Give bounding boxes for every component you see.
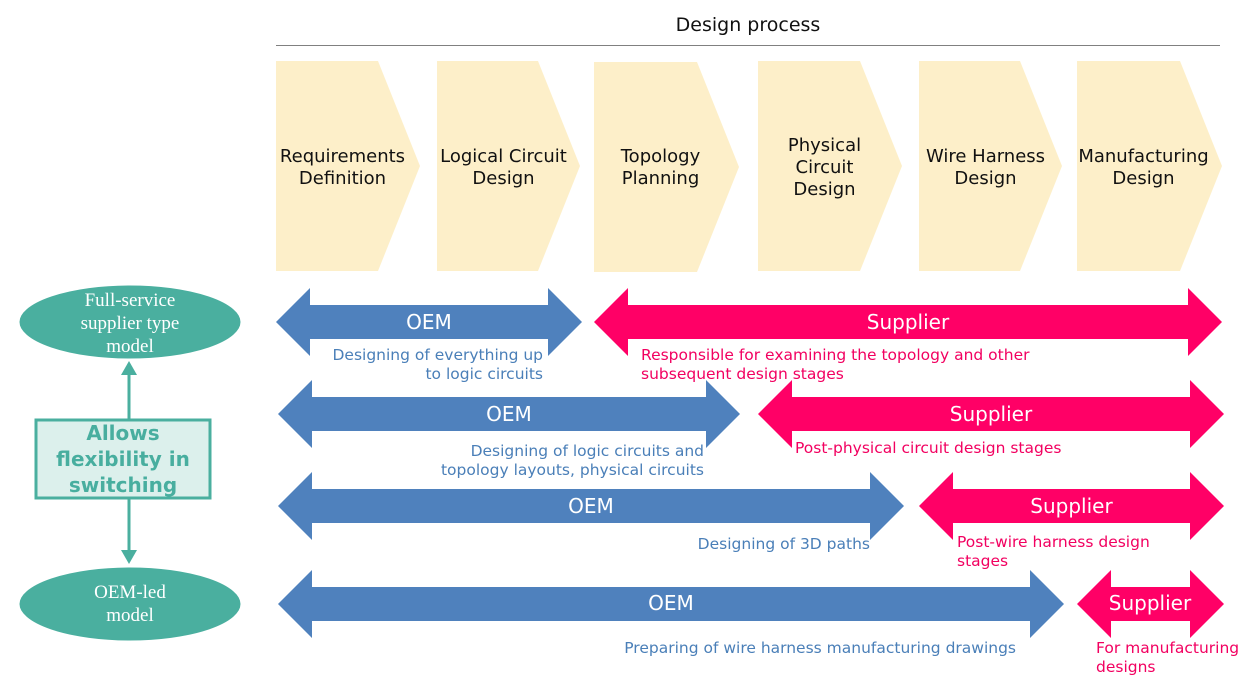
connector-down-arrowhead xyxy=(121,550,137,564)
full-service-model-label: Full-service supplier type model xyxy=(80,289,180,357)
connector-up-arrowhead xyxy=(121,361,137,375)
stage-label-harness: Wire Harness Design xyxy=(925,146,1046,189)
oem-label-row3: OEM xyxy=(568,494,614,518)
oem-arrow-row4 xyxy=(278,570,1064,638)
stage-chevron-physical xyxy=(758,61,902,271)
supplier-arrow-row1 xyxy=(594,288,1222,356)
supplier-arrow-row4 xyxy=(1077,570,1224,638)
stage-label-physical: Physical Circuit Design xyxy=(787,135,862,200)
flexibility-label: Allows flexibility in switching xyxy=(56,421,190,497)
stage-label-logical: Logical Circuit Design xyxy=(440,146,567,189)
oem-note-row1: Designing of everything up to logic circ… xyxy=(332,346,543,383)
oem-led-model-ellipse xyxy=(16,564,244,644)
stage-label-manufacturing: Manufacturing Design xyxy=(1078,146,1209,189)
supplier-label-row3: Supplier xyxy=(1030,494,1113,518)
oem-arrow-row2 xyxy=(278,380,740,448)
stage-chevron-manufacturing xyxy=(1077,61,1222,271)
stage-chevron-logical xyxy=(437,61,580,271)
supplier-note-row3: Post-wire harness design stages xyxy=(957,533,1150,570)
supplier-arrow-row3 xyxy=(919,472,1224,540)
oem-led-model-label: OEM-led model xyxy=(94,582,166,626)
stage-label-topology: Topology Planning xyxy=(620,146,701,189)
supplier-label-row1: Supplier xyxy=(866,310,950,334)
supplier-label-row2: Supplier xyxy=(949,402,1033,426)
supplier-label-row4: Supplier xyxy=(1108,591,1192,615)
oem-note-row3: Designing of 3D paths xyxy=(697,535,870,553)
supplier-note-row4: For manufacturing designs xyxy=(1096,639,1240,676)
stage-chevron-harness xyxy=(919,61,1062,271)
title-rule xyxy=(276,45,1220,46)
oem-note-row2: Designing of logic circuits and topology… xyxy=(440,442,704,479)
stage-chevron-topology xyxy=(594,62,739,272)
flexibility-box xyxy=(34,418,212,500)
full-service-model-ellipse xyxy=(16,282,244,362)
stage-chevron-requirements xyxy=(276,61,420,271)
oem-arrow-row3 xyxy=(278,472,904,540)
oem-label-row2: OEM xyxy=(486,402,532,426)
oem-label-row1: OEM xyxy=(406,310,452,334)
supplier-note-row2: Post-physical circuit design stages xyxy=(795,439,1062,457)
diagram-title: Design process xyxy=(675,14,821,36)
stage-label-requirements: Requirements Definition xyxy=(279,146,406,189)
supplier-note-row1: Responsible for examining the topology a… xyxy=(641,346,1030,383)
oem-note-row4: Preparing of wire harness manufacturing … xyxy=(624,639,1016,657)
oem-label-row4: OEM xyxy=(648,591,694,615)
oem-arrow-row1 xyxy=(276,288,582,356)
supplier-arrow-row2 xyxy=(758,380,1224,448)
